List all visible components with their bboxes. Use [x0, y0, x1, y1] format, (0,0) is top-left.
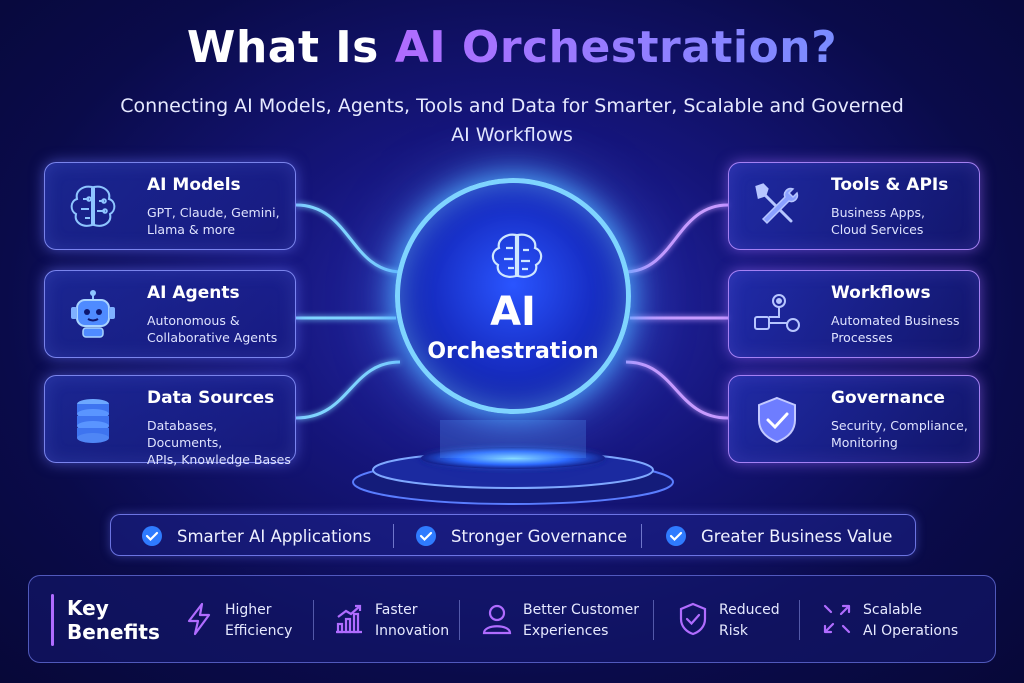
- divider: [393, 524, 394, 548]
- pedestal: [352, 420, 674, 505]
- card-title: AI Models: [147, 175, 241, 195]
- robot-icon: [71, 290, 115, 338]
- card-title: Data Sources: [147, 388, 275, 408]
- card-title: AI Agents: [147, 283, 240, 303]
- card-description: Security, Compliance,Monitoring: [831, 418, 968, 450]
- tools-icon: [755, 183, 799, 225]
- outcome-label: Greater Business Value: [701, 526, 893, 546]
- divider: [459, 600, 460, 640]
- growth-chart-icon: [336, 604, 362, 634]
- database-icon: [77, 399, 109, 443]
- brain-icon: [70, 185, 116, 227]
- outcome-label: Stronger Governance: [451, 526, 628, 546]
- orchestration-hub: AI Orchestration: [395, 178, 631, 414]
- brain-icon: [491, 233, 543, 278]
- connector-governance: [625, 360, 729, 420]
- check-circle-icon: [666, 526, 686, 546]
- divider: [641, 524, 642, 548]
- divider: [313, 600, 314, 640]
- lightning-icon: [187, 602, 211, 636]
- shield-check-icon: [758, 396, 796, 444]
- card-description: Business Apps,Cloud Services: [831, 205, 926, 237]
- card-ai-agents: AI Agents Autonomous &Collaborative Agen…: [44, 270, 296, 358]
- card-description: Databases, Documents,APIs, Knowledge Bas…: [147, 418, 291, 467]
- outcome-label: Smarter AI Applications: [177, 526, 372, 546]
- card-description: Autonomous &Collaborative Agents: [147, 313, 278, 345]
- check-circle-icon: [142, 526, 162, 546]
- hub-title: AI: [490, 289, 536, 335]
- card-tools-apis: Tools & APIs Business Apps,Cloud Service…: [728, 162, 980, 250]
- check-circle-icon: [416, 526, 436, 546]
- connector-ai-models: [295, 203, 401, 274]
- divider: [799, 600, 800, 640]
- card-title: Workflows: [831, 283, 931, 303]
- card-ai-models: AI Models GPT, Claude, Gemini,Llama & mo…: [44, 162, 296, 250]
- page-subtitle: Connecting AI Models, Agents, Tools and …: [120, 95, 904, 146]
- outcomes-bar: Smarter AI Applications Stronger Governa…: [110, 514, 916, 556]
- connector-tools: [625, 203, 729, 274]
- workflow-icon: [754, 294, 800, 332]
- outcome-item: Greater Business Value: [665, 515, 892, 557]
- shield-check-icon: [679, 602, 707, 636]
- outcome-item: Stronger Governance: [415, 515, 627, 557]
- hub-subtitle: Orchestration: [427, 339, 599, 364]
- page-title: What Is AI Orchestration?: [186, 22, 838, 73]
- card-title: Governance: [831, 388, 945, 408]
- card-data-sources: Data Sources Databases, Documents,APIs, …: [44, 375, 296, 467]
- card-governance: Governance Security, Compliance,Monitori…: [728, 375, 980, 463]
- connector-data-sources: [295, 360, 401, 420]
- divider: [653, 600, 654, 640]
- card-description: GPT, Claude, Gemini,Llama & more: [147, 205, 280, 237]
- outcome-item: Smarter AI Applications: [141, 515, 371, 557]
- accent-bar: [51, 594, 54, 646]
- card-title: Tools & APIs: [831, 175, 949, 195]
- expand-arrows-icon: [823, 604, 851, 634]
- user-icon: [482, 604, 512, 635]
